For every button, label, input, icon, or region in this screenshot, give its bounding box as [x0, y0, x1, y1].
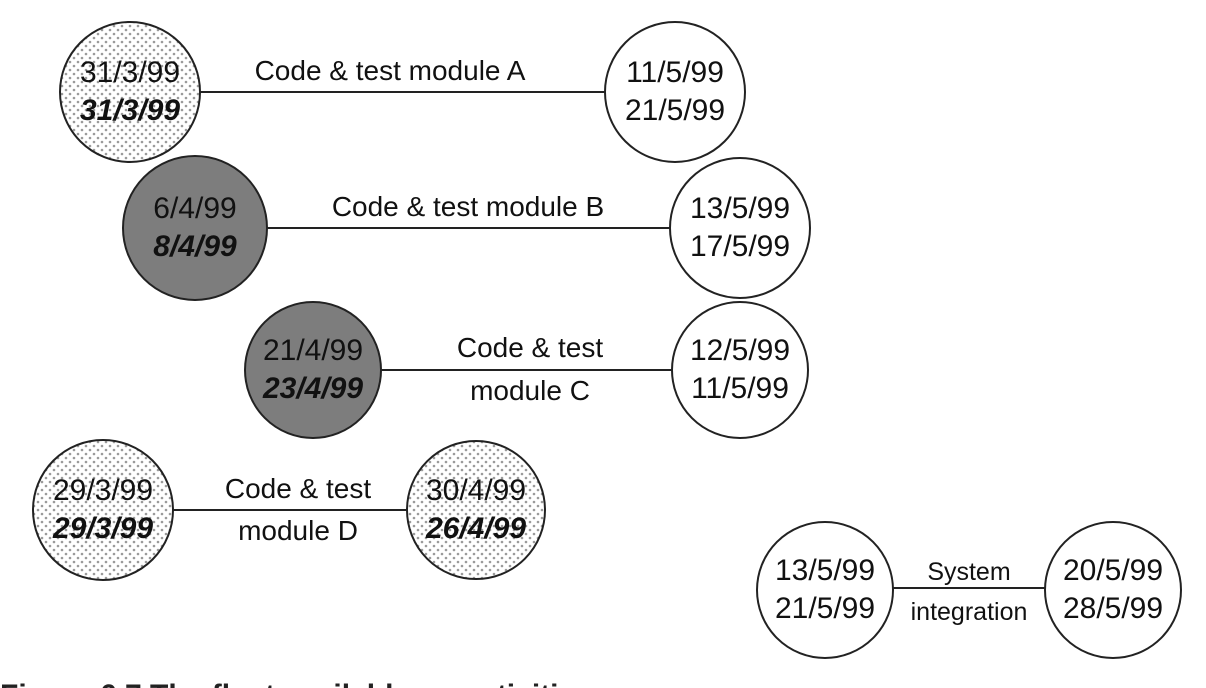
- node-earliest-date: 20/5/99: [1063, 554, 1163, 587]
- node-latest-date: 29/3/99: [52, 512, 153, 545]
- activity-label-a: Code & test module A: [255, 55, 526, 86]
- node-earliest-date: 31/3/99: [80, 56, 180, 89]
- node-circle: [669, 157, 811, 299]
- node-circle: [1044, 521, 1182, 659]
- activity-label-c-line2: module C: [470, 375, 590, 406]
- node-circle: [604, 21, 746, 163]
- node-circle: [59, 21, 201, 163]
- node-latest-date: 8/4/99: [153, 230, 237, 263]
- node-circle: [756, 521, 894, 659]
- node-circle: [671, 301, 809, 439]
- activity-label-si-line1: System: [927, 558, 1010, 586]
- node-earliest-date: 29/3/99: [53, 474, 153, 507]
- node-latest-date: 23/4/99: [262, 372, 363, 405]
- node-circle: [32, 439, 174, 581]
- node-d-end: 30/4/99 26/4/99: [406, 440, 546, 580]
- node-latest-date: 21/5/99: [775, 592, 875, 625]
- node-circle: [122, 155, 268, 301]
- activity-label-b: Code & test module B: [332, 191, 604, 222]
- node-d-start: 29/3/99 29/3/99: [32, 439, 174, 581]
- node-earliest-date: 13/5/99: [690, 192, 790, 225]
- node-earliest-date: 13/5/99: [775, 554, 875, 587]
- node-si-end: 20/5/99 28/5/99: [1044, 521, 1182, 659]
- node-latest-date: 21/5/99: [625, 94, 725, 127]
- node-earliest-date: 12/5/99: [690, 334, 790, 367]
- node-circle: [406, 440, 546, 580]
- node-latest-date: 11/5/99: [691, 372, 789, 405]
- activity-label-d-line1: Code & test: [225, 473, 372, 504]
- node-latest-date: 31/3/99: [80, 94, 180, 127]
- node-b-start: 6/4/99 8/4/99: [122, 155, 268, 301]
- node-c-start: 21/4/99 23/4/99: [244, 301, 382, 439]
- node-a-start: 31/3/99 31/3/99: [59, 21, 201, 163]
- activity-label-d-line2: module D: [238, 515, 358, 546]
- activity-label-c-line1: Code & test: [457, 332, 604, 363]
- node-latest-date: 26/4/99: [425, 512, 526, 545]
- figure-caption: Figure 6.7 The float available on activi…: [0, 679, 592, 688]
- node-earliest-date: 21/4/99: [263, 334, 363, 367]
- node-earliest-date: 6/4/99: [153, 192, 236, 225]
- node-b-end: 13/5/99 17/5/99: [669, 157, 811, 299]
- node-earliest-date: 30/4/99: [426, 474, 526, 507]
- node-c-end: 12/5/99 11/5/99: [671, 301, 809, 439]
- activity-label-si-line2: integration: [911, 598, 1028, 626]
- node-earliest-date: 11/5/99: [626, 56, 724, 89]
- node-si-start: 13/5/99 21/5/99: [756, 521, 894, 659]
- node-latest-date: 17/5/99: [690, 230, 790, 263]
- node-circle: [244, 301, 382, 439]
- node-a-end: 11/5/99 21/5/99: [604, 21, 746, 163]
- node-latest-date: 28/5/99: [1063, 592, 1163, 625]
